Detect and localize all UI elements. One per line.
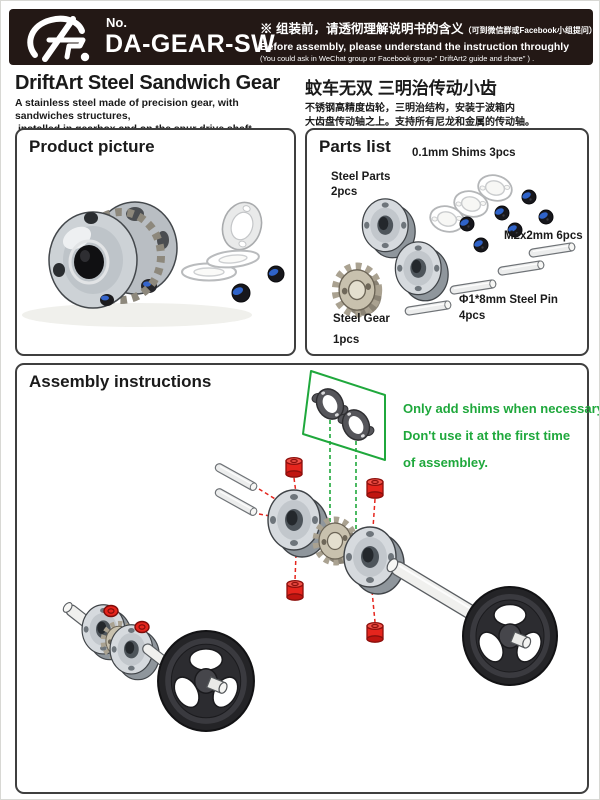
steel-part-2 xyxy=(394,241,449,302)
product-title-en: DriftArt Steel Sandwich Gear xyxy=(15,72,280,94)
product-desc-en-line1: A stainless steel made of precision gear… xyxy=(15,98,239,122)
product-title-zh: 蚊车无双 三明治传动小齿 xyxy=(305,79,497,98)
assembly-title: Assembly instructions xyxy=(29,372,212,391)
parts-label-gear-qty: 1pcs xyxy=(333,334,360,346)
assembly-diagram xyxy=(62,370,558,732)
assembly-note-line1: Only add shims when necessary. xyxy=(403,401,600,416)
product-desc-zh-line1: 不锈钢高精度齿轮，三明治结构，安装于波箱内 xyxy=(305,103,515,114)
notice-zh: ※ 组装前，请透彻理解说明书的含义（可到微信群或Facebook小组提问）。 xyxy=(260,18,599,37)
header-bar: No. DA-GEAR-SW ※ 组装前，请透彻理解说明书的含义（可到微信群或F… xyxy=(9,9,599,65)
assembly-note-line2: Don't use it at the first time xyxy=(403,428,571,443)
notice-en: Before assembly, please understand the i… xyxy=(260,41,570,53)
blue-screw-photo-2 xyxy=(267,265,285,283)
intro-chinese: 蚊车无双 三明治传动小齿 不锈钢高精度齿轮，三明治结构，安装于波箱内 大齿盘传动… xyxy=(305,74,591,130)
parts-list-box: Parts list 0.1mm Shims 3pc xyxy=(305,128,589,356)
intro-english: DriftArt Steel Sandwich Gear A stainless… xyxy=(15,72,300,136)
parts-label-shims: 0.1mm Shims 3pcs xyxy=(412,147,516,159)
parts-label-screws: M2x2mm 6pcs xyxy=(504,230,583,242)
parts-list-title: Parts list xyxy=(319,137,391,156)
assembly-pin-2 xyxy=(213,486,259,518)
shim-callout-panel xyxy=(302,370,386,461)
red-screw-bottom-left xyxy=(286,579,304,601)
steel-gear-part xyxy=(336,266,382,315)
product-picture-title: Product picture xyxy=(29,137,155,156)
parts-label-pin: Φ1*8mm Steel Pin xyxy=(459,294,558,306)
installed-red-screw-2 xyxy=(134,620,150,634)
parts-label-pin-qty: 4pcs xyxy=(459,310,486,322)
wheel-right xyxy=(462,586,558,686)
red-screw-bottom-right xyxy=(366,621,384,643)
shim-photo-upright xyxy=(221,201,263,251)
product-desc-zh: 不锈钢高精度齿轮，三明治结构，安装于波箱内 大齿盘传动轴之上。支持所有尼龙和金属… xyxy=(305,102,591,130)
part-number: DA-GEAR-SW xyxy=(105,30,276,58)
header-no-label: No. xyxy=(106,15,127,30)
parts-label-steel-parts: Steel Parts xyxy=(331,171,391,183)
parts-label-steel-parts-qty: 2pcs xyxy=(331,186,358,198)
shim-photo-flat xyxy=(181,262,237,282)
header-notice: ※ 组装前，请透彻理解说明书的含义（可到微信群或Facebook小组提问）。 B… xyxy=(260,18,599,63)
blue-screw-photo-1 xyxy=(231,283,251,303)
notice-zh-paren: （可到微信群或Facebook小组提问）。 xyxy=(463,26,600,35)
installed-red-screw-1 xyxy=(103,604,119,618)
red-screw-top-left xyxy=(285,456,303,478)
red-screw-top-right xyxy=(366,477,384,499)
parts-label-gear: Steel Gear xyxy=(333,313,390,325)
assembled-unit xyxy=(62,602,174,681)
assembly-pin-1 xyxy=(213,461,259,493)
assembly-note-line3: of assembley. xyxy=(403,455,489,470)
notice-zh-main: ※ 组装前，请透彻理解说明书的含义 xyxy=(260,22,464,36)
product-desc-zh-line2: 大齿盘传动轴之上。支持所有尼龙和金属的传动轴。 xyxy=(305,117,535,128)
product-picture-box: Product picture xyxy=(15,128,296,356)
shim-photo-flat-2 xyxy=(206,249,260,269)
product-photo xyxy=(22,201,285,327)
wheel-left xyxy=(157,630,255,732)
notice-en-paren: (You could ask in WeChat group or Facebo… xyxy=(260,54,535,63)
driftart-logo-icon xyxy=(27,15,90,62)
sandwich-gear-photo xyxy=(48,201,178,309)
assembly-box: Assembly instructions Only add shims whe… xyxy=(15,363,599,794)
